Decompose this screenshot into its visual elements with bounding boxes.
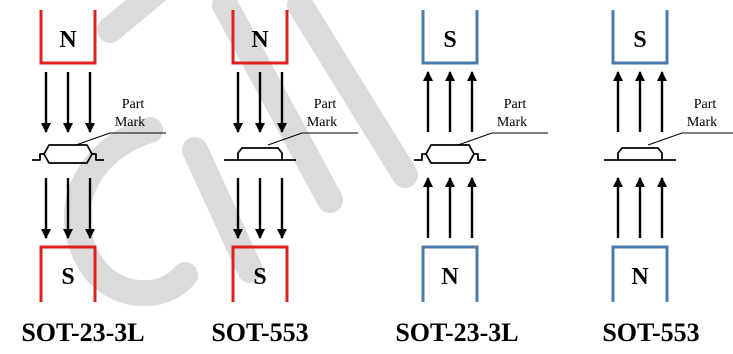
bottom-magnet (611, 245, 669, 302)
part-mark-label-line1: Part (504, 97, 527, 112)
watermark (64, 0, 418, 307)
bottom-pole-label: N (631, 264, 649, 290)
part-mark-label-line1: Part (122, 97, 145, 112)
part-mark-label-line2: Mark (115, 115, 145, 130)
bottom-pole-label: S (61, 264, 74, 290)
package-outline (224, 147, 296, 161)
top-magnet (39, 10, 97, 65)
bottom-magnet (421, 245, 479, 302)
watermark-stroke-diagonal-2 (212, 0, 343, 213)
package-label: SOT-553 (602, 318, 699, 347)
watermark-stroke-diagonal-4 (182, 137, 263, 283)
bottom-pole-label: N (441, 264, 459, 290)
top-magnet (611, 10, 669, 65)
bottom-magnet (39, 245, 97, 302)
watermark-stroke-c (64, 117, 198, 307)
part-mark-label-line2: Mark (687, 115, 717, 130)
part-mark-label-line1: Part (694, 97, 717, 112)
bottom-pole-label: S (253, 264, 266, 290)
package-label: SOT-553 (211, 318, 308, 347)
top-pole-label: N (59, 27, 77, 53)
package-outline (604, 147, 676, 161)
top-pole-label: S (443, 27, 456, 53)
part-mark-leader (75, 132, 111, 146)
top-magnet (231, 10, 289, 65)
bottom-magnet (231, 245, 289, 302)
package-outline (32, 144, 104, 164)
part-mark-leader (647, 132, 683, 146)
part-mark-leader (457, 132, 493, 146)
top-pole-label: S (633, 27, 646, 53)
top-magnet (421, 10, 479, 65)
package-outline (414, 144, 486, 164)
part-mark-label-line2: Mark (307, 115, 337, 130)
package-label: SOT-23-3L (21, 318, 144, 347)
watermark-stroke-diagonal-3 (287, 0, 418, 188)
top-pole-label: N (251, 27, 269, 53)
package-label: SOT-23-3L (395, 318, 518, 347)
part-mark-label-line1: Part (314, 97, 337, 112)
part-mark-leader (267, 132, 303, 146)
part-mark-label-line2: Mark (497, 115, 527, 130)
watermark-stroke-diagonal-1 (97, 0, 167, 43)
